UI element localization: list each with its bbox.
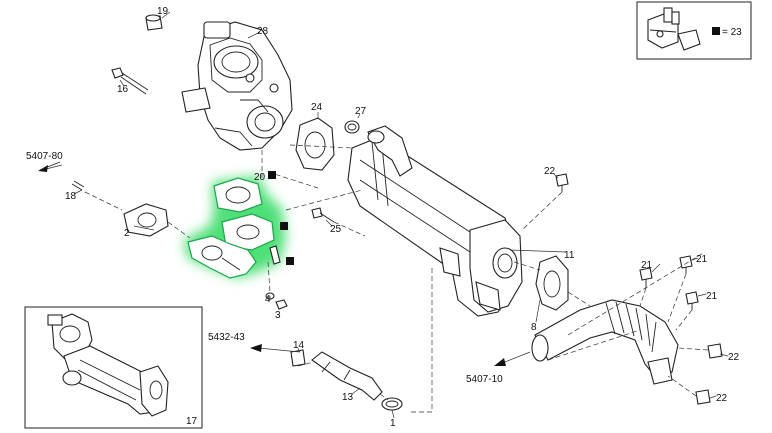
inset-view: 17: [24, 306, 203, 429]
outlet-pipe-1[interactable]: [531, 299, 679, 385]
gasket-20[interactable]: [213, 177, 263, 213]
clamp-hose[interactable]: [381, 397, 403, 411]
bolt-21-a[interactable]: [639, 267, 653, 288]
bolt-19[interactable]: [145, 14, 163, 31]
stud-highlighted[interactable]: [269, 245, 281, 265]
square-marker-stud: [286, 257, 294, 265]
label-27: 27: [355, 106, 367, 117]
square-marker-20: [268, 171, 276, 179]
o-ring-27[interactable]: [344, 120, 360, 134]
hose-13[interactable]: [311, 351, 383, 401]
label-22-top: 22: [544, 166, 556, 177]
bolt-22-mid[interactable]: [707, 343, 723, 359]
inset-assembly: [47, 313, 169, 417]
bolt-21-c[interactable]: [685, 291, 699, 310]
label-21-b: 21: [696, 254, 708, 265]
legend-equals-text: = 23: [722, 27, 742, 38]
label-19: 19: [157, 6, 169, 17]
egr-valve-28[interactable]: [181, 21, 293, 151]
ref-arrow-5407-10: [494, 351, 531, 366]
bolt-21-b[interactable]: [679, 255, 693, 274]
ref-arrow-5407-80: [38, 161, 63, 172]
label-21-c: 21: [706, 291, 718, 302]
nut-3[interactable]: [275, 299, 288, 310]
clip-14[interactable]: [290, 349, 306, 367]
legend-square-marker: [712, 27, 720, 35]
label-14: 14: [293, 340, 305, 351]
label-22-mid: 22: [728, 352, 740, 363]
label-22-bottom: 22: [716, 393, 728, 404]
long-bolt-16[interactable]: [111, 67, 149, 95]
highlighted-adapter-group[interactable]: [184, 176, 286, 279]
ref-arrow-5432-43: [250, 344, 301, 353]
bolt-25[interactable]: [311, 207, 335, 223]
gasket-24[interactable]: [295, 117, 335, 171]
assembly-lines: [84, 144, 709, 413]
ref-label-5407-80: 5407-80: [26, 151, 63, 162]
gasket-left-3[interactable]: [123, 203, 169, 237]
adapter-flange-2[interactable]: [187, 213, 275, 279]
label-2: 2: [124, 228, 130, 239]
bolt-22-bottom[interactable]: [695, 389, 711, 405]
label-16: 16: [117, 84, 129, 95]
ref-label-5407-10: 5407-10: [466, 374, 503, 385]
gasket-8[interactable]: [535, 255, 569, 311]
label-24: 24: [311, 102, 323, 113]
label-17: 17: [186, 416, 198, 427]
leader-lines: [73, 31, 729, 419]
label-8: 8: [531, 322, 537, 333]
label-3: 3: [275, 310, 281, 321]
legend-box: = 23: [636, 1, 752, 60]
label-18: 18: [65, 191, 77, 202]
label-4: 4: [265, 294, 271, 305]
label-20: 20: [254, 172, 266, 183]
label-21-a: 21: [641, 260, 653, 271]
label-28: 28: [257, 26, 269, 37]
bolt-22-top[interactable]: [555, 173, 569, 192]
ref-label-5432-43: 5432-43: [208, 332, 245, 343]
label-1: 1: [390, 418, 396, 429]
stud-18[interactable]: [71, 180, 85, 191]
label-13: 13: [342, 392, 354, 403]
egr-cooler-11[interactable]: [347, 125, 523, 317]
square-marker-flange: [280, 222, 288, 230]
label-25: 25: [330, 224, 342, 235]
label-11: 11: [564, 250, 575, 261]
legend-parts-icon: [647, 7, 701, 51]
